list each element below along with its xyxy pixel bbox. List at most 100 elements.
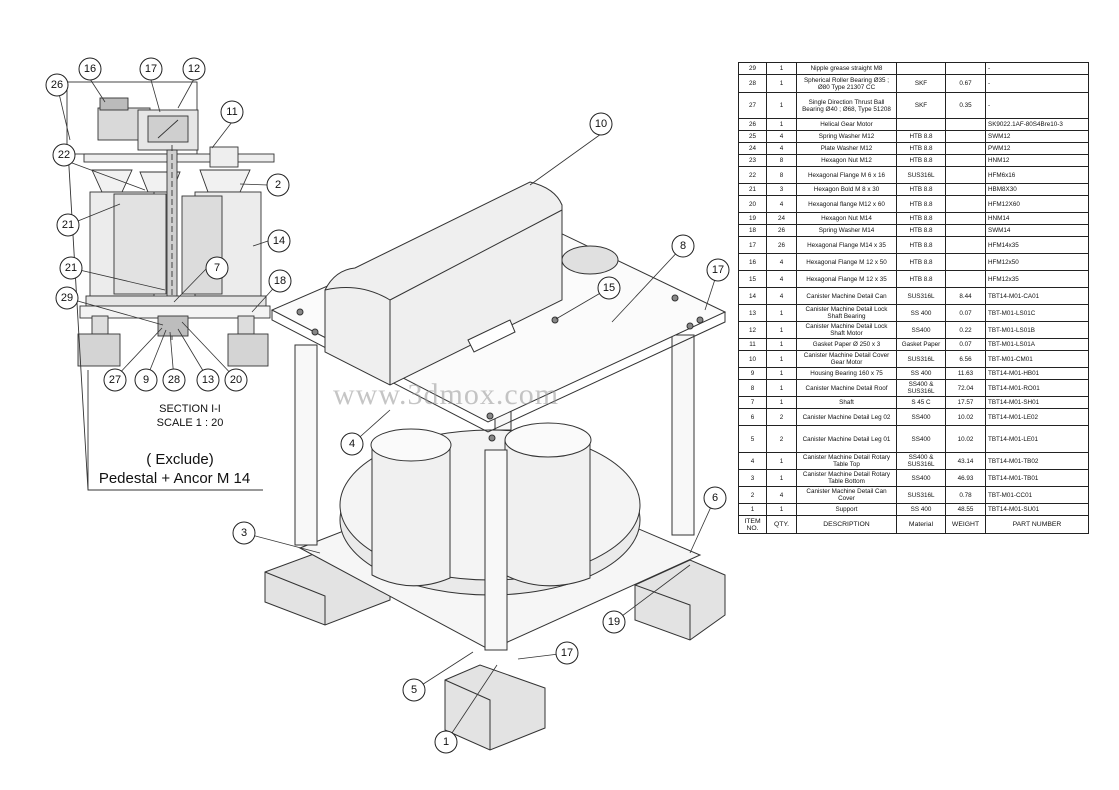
cell-qty: 1 — [766, 304, 797, 322]
cell-qty: 4 — [766, 253, 797, 271]
cell-part-number: HNM14 — [985, 212, 1089, 225]
cell-item: 5 — [738, 425, 767, 453]
svg-text:15: 15 — [603, 282, 615, 294]
cell-part-number: TBT14-M01-CA01 — [985, 287, 1089, 305]
cell-part-number: TBT14-M01-TB01 — [985, 469, 1089, 487]
cell-material: HTB 8.8 — [896, 224, 946, 237]
header-material: Material — [896, 515, 946, 534]
cell-part-number: TBT-M01-LS01A — [985, 338, 1089, 351]
cell-qty: 2 — [766, 425, 797, 453]
cell-description: Support — [796, 503, 897, 516]
svg-text:10: 10 — [595, 118, 607, 130]
cell-weight — [945, 142, 986, 155]
cell-item: 17 — [738, 236, 767, 254]
svg-text:5: 5 — [411, 684, 417, 696]
cell-description: Canister Machine Detail Leg 02 — [796, 408, 897, 426]
cell-material: HTB 8.8 — [896, 142, 946, 155]
cell-material: HTB 8.8 — [896, 195, 946, 213]
cell-description: Canister Machine Detail Rotary Table Top — [796, 452, 897, 470]
svg-text:17: 17 — [561, 647, 573, 659]
svg-text:8: 8 — [680, 240, 686, 252]
cell-description: Nipple grease straight M8 — [796, 62, 897, 75]
cell-part-number: HFM12x35 — [985, 270, 1089, 288]
cell-part-number: TBT14-M01-LE02 — [985, 408, 1089, 426]
cell-material: SS400 & SUS316L — [896, 379, 946, 397]
cell-description: Housing Bearing 160 x 75 — [796, 367, 897, 380]
cell-material: SS400 — [896, 408, 946, 426]
cell-part-number: HFM14x35 — [985, 236, 1089, 254]
exclude-label: ( Exclude) — [146, 451, 214, 468]
cell-part-number: TBT-M01-CC01 — [985, 486, 1089, 504]
balloon-18: 18 — [268, 269, 292, 293]
balloon-17c: 17 — [555, 641, 579, 665]
balloon-2: 2 — [266, 173, 290, 197]
cell-part-number: - — [985, 92, 1089, 119]
cell-part-number: - — [985, 74, 1089, 93]
cell-material: HTB 8.8 — [896, 236, 946, 254]
balloon-21b: 21 — [59, 256, 83, 280]
assembly-drawing: 26 16 17 12 11 22 2 21 14 21 7 18 29 27 … — [45, 57, 730, 754]
cell-description: Canister Machine Detail Can Cover — [796, 486, 897, 504]
cell-item: 4 — [738, 452, 767, 470]
cell-item: 6 — [738, 408, 767, 426]
cell-weight: 48.55 — [945, 503, 986, 516]
cell-weight: 6.56 — [945, 350, 986, 368]
cell-description: Hexagon Bold M 8 x 30 — [796, 183, 897, 196]
balloon-12: 12 — [182, 57, 206, 81]
cell-weight: 46.93 — [945, 469, 986, 487]
cell-weight: 17.57 — [945, 396, 986, 409]
cell-description: Shaft — [796, 396, 897, 409]
svg-text:21: 21 — [65, 262, 77, 274]
cell-weight — [945, 118, 986, 131]
svg-text:3: 3 — [241, 527, 247, 539]
cell-part-number: PWM12 — [985, 142, 1089, 155]
cell-part-number: SWM14 — [985, 224, 1089, 237]
cell-description: Hexagonal flange M12 x 60 — [796, 195, 897, 213]
cell-item: 11 — [738, 338, 767, 351]
cell-qty: 4 — [766, 130, 797, 143]
cell-item: 15 — [738, 270, 767, 288]
balloon-7: 7 — [205, 256, 229, 280]
cell-material: SS400 — [896, 425, 946, 453]
cell-item: 10 — [738, 350, 767, 368]
svg-text:28: 28 — [168, 374, 180, 386]
cell-weight: 8.44 — [945, 287, 986, 305]
cell-material: HTB 8.8 — [896, 154, 946, 167]
cell-weight — [945, 166, 986, 184]
cell-description: Spherical Roller Bearing Ø35 ; Ø80 Type … — [796, 74, 897, 93]
cell-qty: 1 — [766, 92, 797, 119]
cell-description: Hexagonal Flange M 12 x 35 — [796, 270, 897, 288]
cell-material: Gasket Paper — [896, 338, 946, 351]
cell-qty: 1 — [766, 118, 797, 131]
cell-description: Canister Machine Detail Lock Shaft Motor — [796, 321, 897, 339]
cell-material: SS400 — [896, 321, 946, 339]
cell-item: 19 — [738, 212, 767, 225]
cell-weight: 0.07 — [945, 304, 986, 322]
cell-item: 22 — [738, 166, 767, 184]
cell-part-number: TBT-M01-LS01C — [985, 304, 1089, 322]
cell-weight: 0.67 — [945, 74, 986, 93]
cell-qty: 1 — [766, 74, 797, 93]
cell-description: Helical Gear Motor — [796, 118, 897, 131]
balloon-9: 9 — [134, 368, 158, 392]
cell-material: S 45 C — [896, 396, 946, 409]
cell-item: 24 — [738, 142, 767, 155]
cell-description: Canister Machine Detail Can — [796, 287, 897, 305]
cell-material: SS 400 — [896, 304, 946, 322]
svg-text:17: 17 — [145, 63, 157, 75]
cell-qty: 8 — [766, 154, 797, 167]
